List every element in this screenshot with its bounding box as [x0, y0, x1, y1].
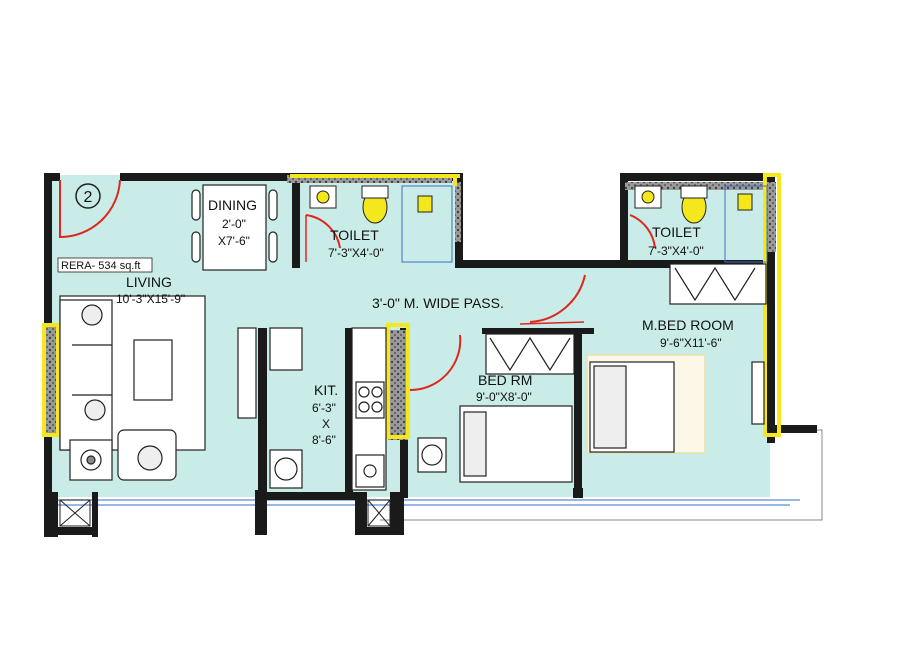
master-bed-dim: 9'-6"X11'-6" — [660, 336, 722, 350]
rera-label: RERA- 534 sq.ft — [61, 260, 140, 272]
kitchen-dim1: 6'-3" — [312, 401, 336, 415]
doors — [59, 179, 656, 392]
dining-dim1: 2'-0" — [222, 217, 246, 231]
rera-box — [57, 257, 153, 273]
dining-name: DINING — [208, 197, 257, 213]
unit-number-marker — [75, 183, 101, 209]
dining-table — [191, 184, 278, 271]
windows — [42, 173, 781, 439]
bedroom-dim: 9'-0"X8'-0" — [476, 390, 532, 404]
kitchen-name: KIT. — [314, 382, 338, 398]
toilet1-fixtures — [309, 185, 453, 263]
ac-ledges — [59, 499, 391, 527]
living-sofa — [59, 295, 206, 481]
living-dim: 10'-3"X15'-9" — [116, 292, 185, 306]
toilet2-fixtures — [634, 185, 768, 263]
bedroom-name: BED RM — [478, 372, 532, 388]
toilet2-name: TOILET — [652, 224, 701, 240]
bedroom-furniture — [417, 263, 767, 483]
unit-number: 2 — [84, 189, 93, 206]
passage-label: 3'-0" M. WIDE PASS. — [372, 295, 504, 311]
living-name: LIVING — [126, 274, 172, 290]
kitchen-counter — [237, 327, 387, 491]
toilet1-name: TOILET — [330, 227, 379, 243]
master-bed-name: M.BED ROOM — [642, 317, 734, 333]
toilet1-dim: 7'-3"X4'-0" — [328, 246, 384, 260]
dining-dim2: X7'-6" — [218, 234, 250, 248]
kitchen-dim3: 8'-6" — [312, 433, 336, 447]
kitchen-dim2: X — [322, 417, 330, 431]
toilet2-dim: 7'-3"X4'-0" — [648, 244, 704, 258]
